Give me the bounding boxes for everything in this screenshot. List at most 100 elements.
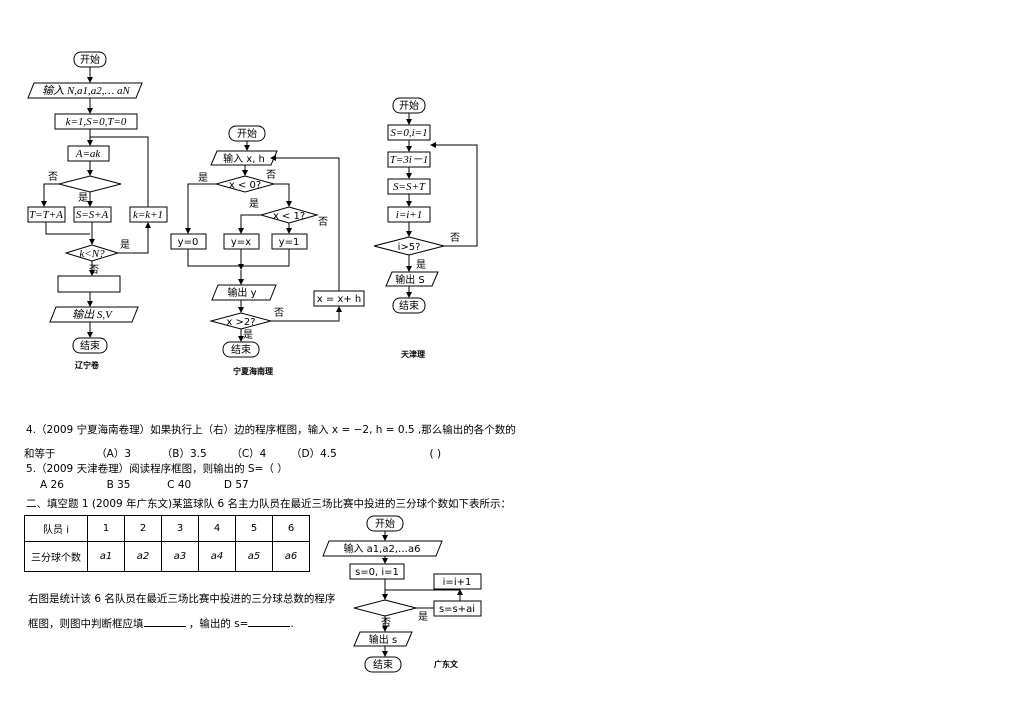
caption-tianjin: 天津理 bbox=[401, 349, 425, 359]
condition-label: i>5? bbox=[398, 242, 421, 253]
flowchart-ningxia: 开始 输入 x, h x < 0? 是 否 x < 1? 是 否 y=0 y=x… bbox=[170, 125, 365, 376]
init-box bbox=[54, 113, 138, 130]
cond2-label: x < 1? bbox=[273, 211, 305, 222]
input-label: 输入 a1,a2,…a6 bbox=[343, 542, 420, 555]
output-parallelogram bbox=[353, 631, 413, 647]
output-parallelogram bbox=[385, 271, 439, 287]
input-label: 输入 x, h bbox=[223, 152, 265, 165]
flowchart-liaoning: 开始 输入 N,a1,a2,… aN k=1,S=0,T=0 A=ak 否 是 … bbox=[27, 51, 168, 370]
description-line1: 右图是统计该 6 名队员在最近三场比赛中投进的三分球总数的程序 bbox=[28, 593, 336, 605]
table-cell: 3 bbox=[161, 515, 199, 542]
no-label: 否 bbox=[450, 232, 460, 244]
question-5-options: A 26 B 35 C 40 D 57 bbox=[40, 479, 249, 492]
table-cell: a3 bbox=[161, 541, 199, 572]
start-label: 开始 bbox=[399, 99, 419, 112]
table-cell: a5 bbox=[235, 541, 273, 572]
output-label: 输出 y bbox=[227, 286, 256, 299]
assign-label: A=ak bbox=[75, 148, 102, 160]
table-header-row: 队员 i 1 2 3 4 5 6 bbox=[24, 515, 310, 542]
init-label: S=0,i=1 bbox=[390, 127, 427, 139]
option-d: （D）4.5 bbox=[291, 448, 337, 460]
question-5-line1: 5.（2009 天津卷理）阅读程序框图，则输出的 S=（ ） bbox=[26, 463, 288, 475]
y-one-label: y=1 bbox=[279, 237, 300, 248]
table-cell: 三分球个数 bbox=[24, 541, 88, 572]
yes3-label: 是 bbox=[243, 329, 253, 341]
option-b: B 35 bbox=[106, 479, 131, 491]
input-parallelogram bbox=[210, 150, 278, 166]
i-label: i=i+1 bbox=[396, 209, 422, 221]
option-a: （A）3 bbox=[96, 448, 132, 460]
caption-guangdong: 广东文 bbox=[434, 659, 459, 669]
t-label: T=3i－1 bbox=[390, 154, 429, 166]
end-label: 结束 bbox=[80, 339, 100, 352]
x-increment-label: x = x+ h bbox=[317, 294, 361, 305]
fill-in-heading: 二、填空题 1 (2009 年广东文)某篮球队 6 名主力队员在最近三场比赛中投… bbox=[26, 498, 511, 510]
end-terminal bbox=[222, 341, 260, 358]
table-cell: a6 bbox=[272, 541, 310, 572]
decision-x-negative bbox=[214, 175, 276, 193]
start-label: 开始 bbox=[375, 517, 395, 530]
empty-box bbox=[57, 275, 121, 293]
decision-diamond bbox=[353, 599, 417, 617]
start-label: 开始 bbox=[80, 53, 100, 66]
answer-blank-condition[interactable] bbox=[143, 616, 186, 627]
loop-condition-label: k<N? bbox=[79, 248, 105, 260]
y-equals-x-label: y=x bbox=[231, 237, 251, 248]
question-4-prefix: 和等于 bbox=[24, 448, 56, 460]
caption-ningxia: 宁夏海南理 bbox=[233, 366, 273, 376]
cond3-label: x >2? bbox=[226, 317, 255, 328]
output-label: 输出 s bbox=[369, 633, 397, 646]
table-row: 三分球个数 a1 a2 a3 a4 a5 a6 bbox=[24, 541, 310, 572]
init-box bbox=[349, 563, 405, 580]
option-b: （B）3.5 bbox=[161, 448, 207, 460]
yes-loop-label: 是 bbox=[120, 239, 130, 251]
three-pointer-table: 队员 i 1 2 3 4 5 6 三分球个数 a1 a2 a3 a4 a5 a6 bbox=[24, 515, 310, 572]
t-update-label: T=T+A bbox=[29, 209, 63, 221]
flowchart-tianjin: 开始 S=0,i=1 T=3i－1 S=S+T i=i+1 i>5? 否 是 输… bbox=[373, 97, 478, 359]
table-cell: 2 bbox=[124, 515, 162, 542]
answer-blank-output[interactable] bbox=[248, 616, 291, 627]
init-label: s=0, i=1 bbox=[355, 567, 399, 578]
init-label: k=1,S=0,T=0 bbox=[66, 116, 127, 128]
output-parallelogram bbox=[49, 306, 139, 323]
yes-label: 是 bbox=[78, 192, 88, 204]
yes-label: 是 bbox=[418, 611, 428, 623]
description-line2: 框图，则图中判断框应填 ，输出的 s=. bbox=[28, 616, 294, 631]
end-label: 结束 bbox=[231, 343, 251, 356]
table-cell: 6 bbox=[272, 515, 310, 542]
decision-diamond bbox=[58, 175, 122, 193]
table-cell: 1 bbox=[87, 515, 125, 542]
input-parallelogram bbox=[322, 540, 443, 557]
output-label: 输出 S bbox=[395, 273, 425, 286]
yes-label: 是 bbox=[198, 172, 208, 184]
k-increment-label: k=k+1 bbox=[133, 209, 163, 221]
no3-label: 否 bbox=[274, 307, 284, 319]
output-parallelogram bbox=[211, 284, 277, 301]
end-terminal bbox=[72, 337, 108, 354]
table-cell: a4 bbox=[198, 541, 236, 572]
i-increment-label: i=i+1 bbox=[443, 577, 472, 588]
s-update-label: S=S+A bbox=[76, 209, 109, 221]
yes2-label: 是 bbox=[249, 198, 259, 210]
yes-label: 是 bbox=[416, 259, 426, 271]
table-cell: a2 bbox=[124, 541, 162, 572]
cond1-label: x < 0? bbox=[229, 180, 261, 191]
end-terminal bbox=[364, 656, 402, 673]
end-terminal bbox=[392, 297, 426, 314]
assign-box bbox=[67, 145, 110, 162]
option-a: A 26 bbox=[40, 479, 64, 491]
table-cell: 4 bbox=[198, 515, 236, 542]
y-zero-label: y=0 bbox=[178, 237, 199, 248]
description-part-b: ，输出的 s= bbox=[188, 618, 249, 630]
option-c: C 40 bbox=[167, 479, 192, 491]
question-4-options: 和等于 （A）3 （B）3.5 （C）4 （D）4.5 ( ) bbox=[24, 448, 441, 461]
no-label: 否 bbox=[266, 169, 276, 181]
flowchart-guangdong: 开始 输入 a1,a2,…a6 s=0, i=1 i=i+1 是 s=s+ai … bbox=[322, 515, 482, 673]
table-cell: 队员 i bbox=[24, 515, 88, 542]
description-part-a: 框图，则图中判断框应填 bbox=[28, 618, 144, 630]
input-label: 输入 N,a1,a2,… aN bbox=[42, 84, 130, 97]
answer-paren: ( ) bbox=[429, 448, 442, 460]
s-accumulate-label: s=s+ai bbox=[439, 604, 475, 615]
s-accumulate-box bbox=[433, 600, 482, 617]
